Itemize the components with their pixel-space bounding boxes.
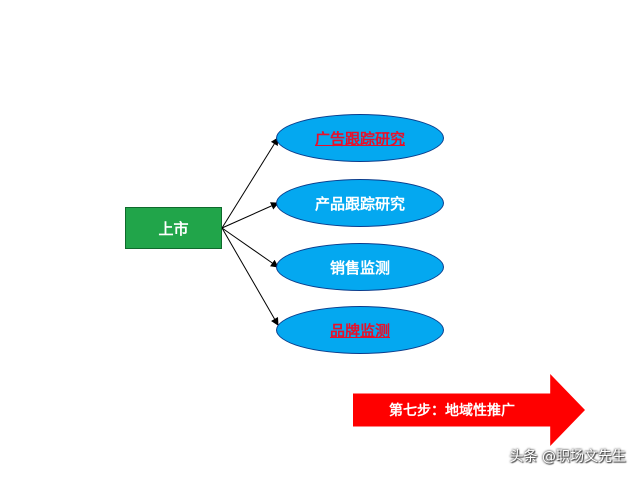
connector-arrow-3 (221, 227, 279, 326)
connector-arrow-2 (221, 227, 279, 268)
step-arrow: 第七步：地域性推广 (353, 374, 585, 446)
node-label: 产品跟踪研究 (314, 194, 405, 213)
node-sales-monitoring: 销售监测 (276, 243, 444, 291)
watermark: 头条 @职场文先生 (509, 449, 626, 465)
node-label: 品牌监测 (329, 321, 390, 340)
node-product-tracking-research: 产品跟踪研究 (276, 179, 444, 227)
step-label: 第七步：地域性推广 (389, 403, 515, 419)
node-label: 销售监测 (329, 258, 390, 277)
root-node-launch: 上市 (125, 207, 222, 249)
root-node-label: 上市 (158, 219, 189, 238)
node-ad-tracking-research: 广告跟踪研究 (276, 114, 444, 162)
connector-arrow-0 (221, 137, 279, 229)
node-label: 广告跟踪研究 (314, 129, 405, 148)
connector-arrow-1 (221, 202, 279, 229)
node-brand-monitoring: 品牌监测 (276, 306, 444, 354)
